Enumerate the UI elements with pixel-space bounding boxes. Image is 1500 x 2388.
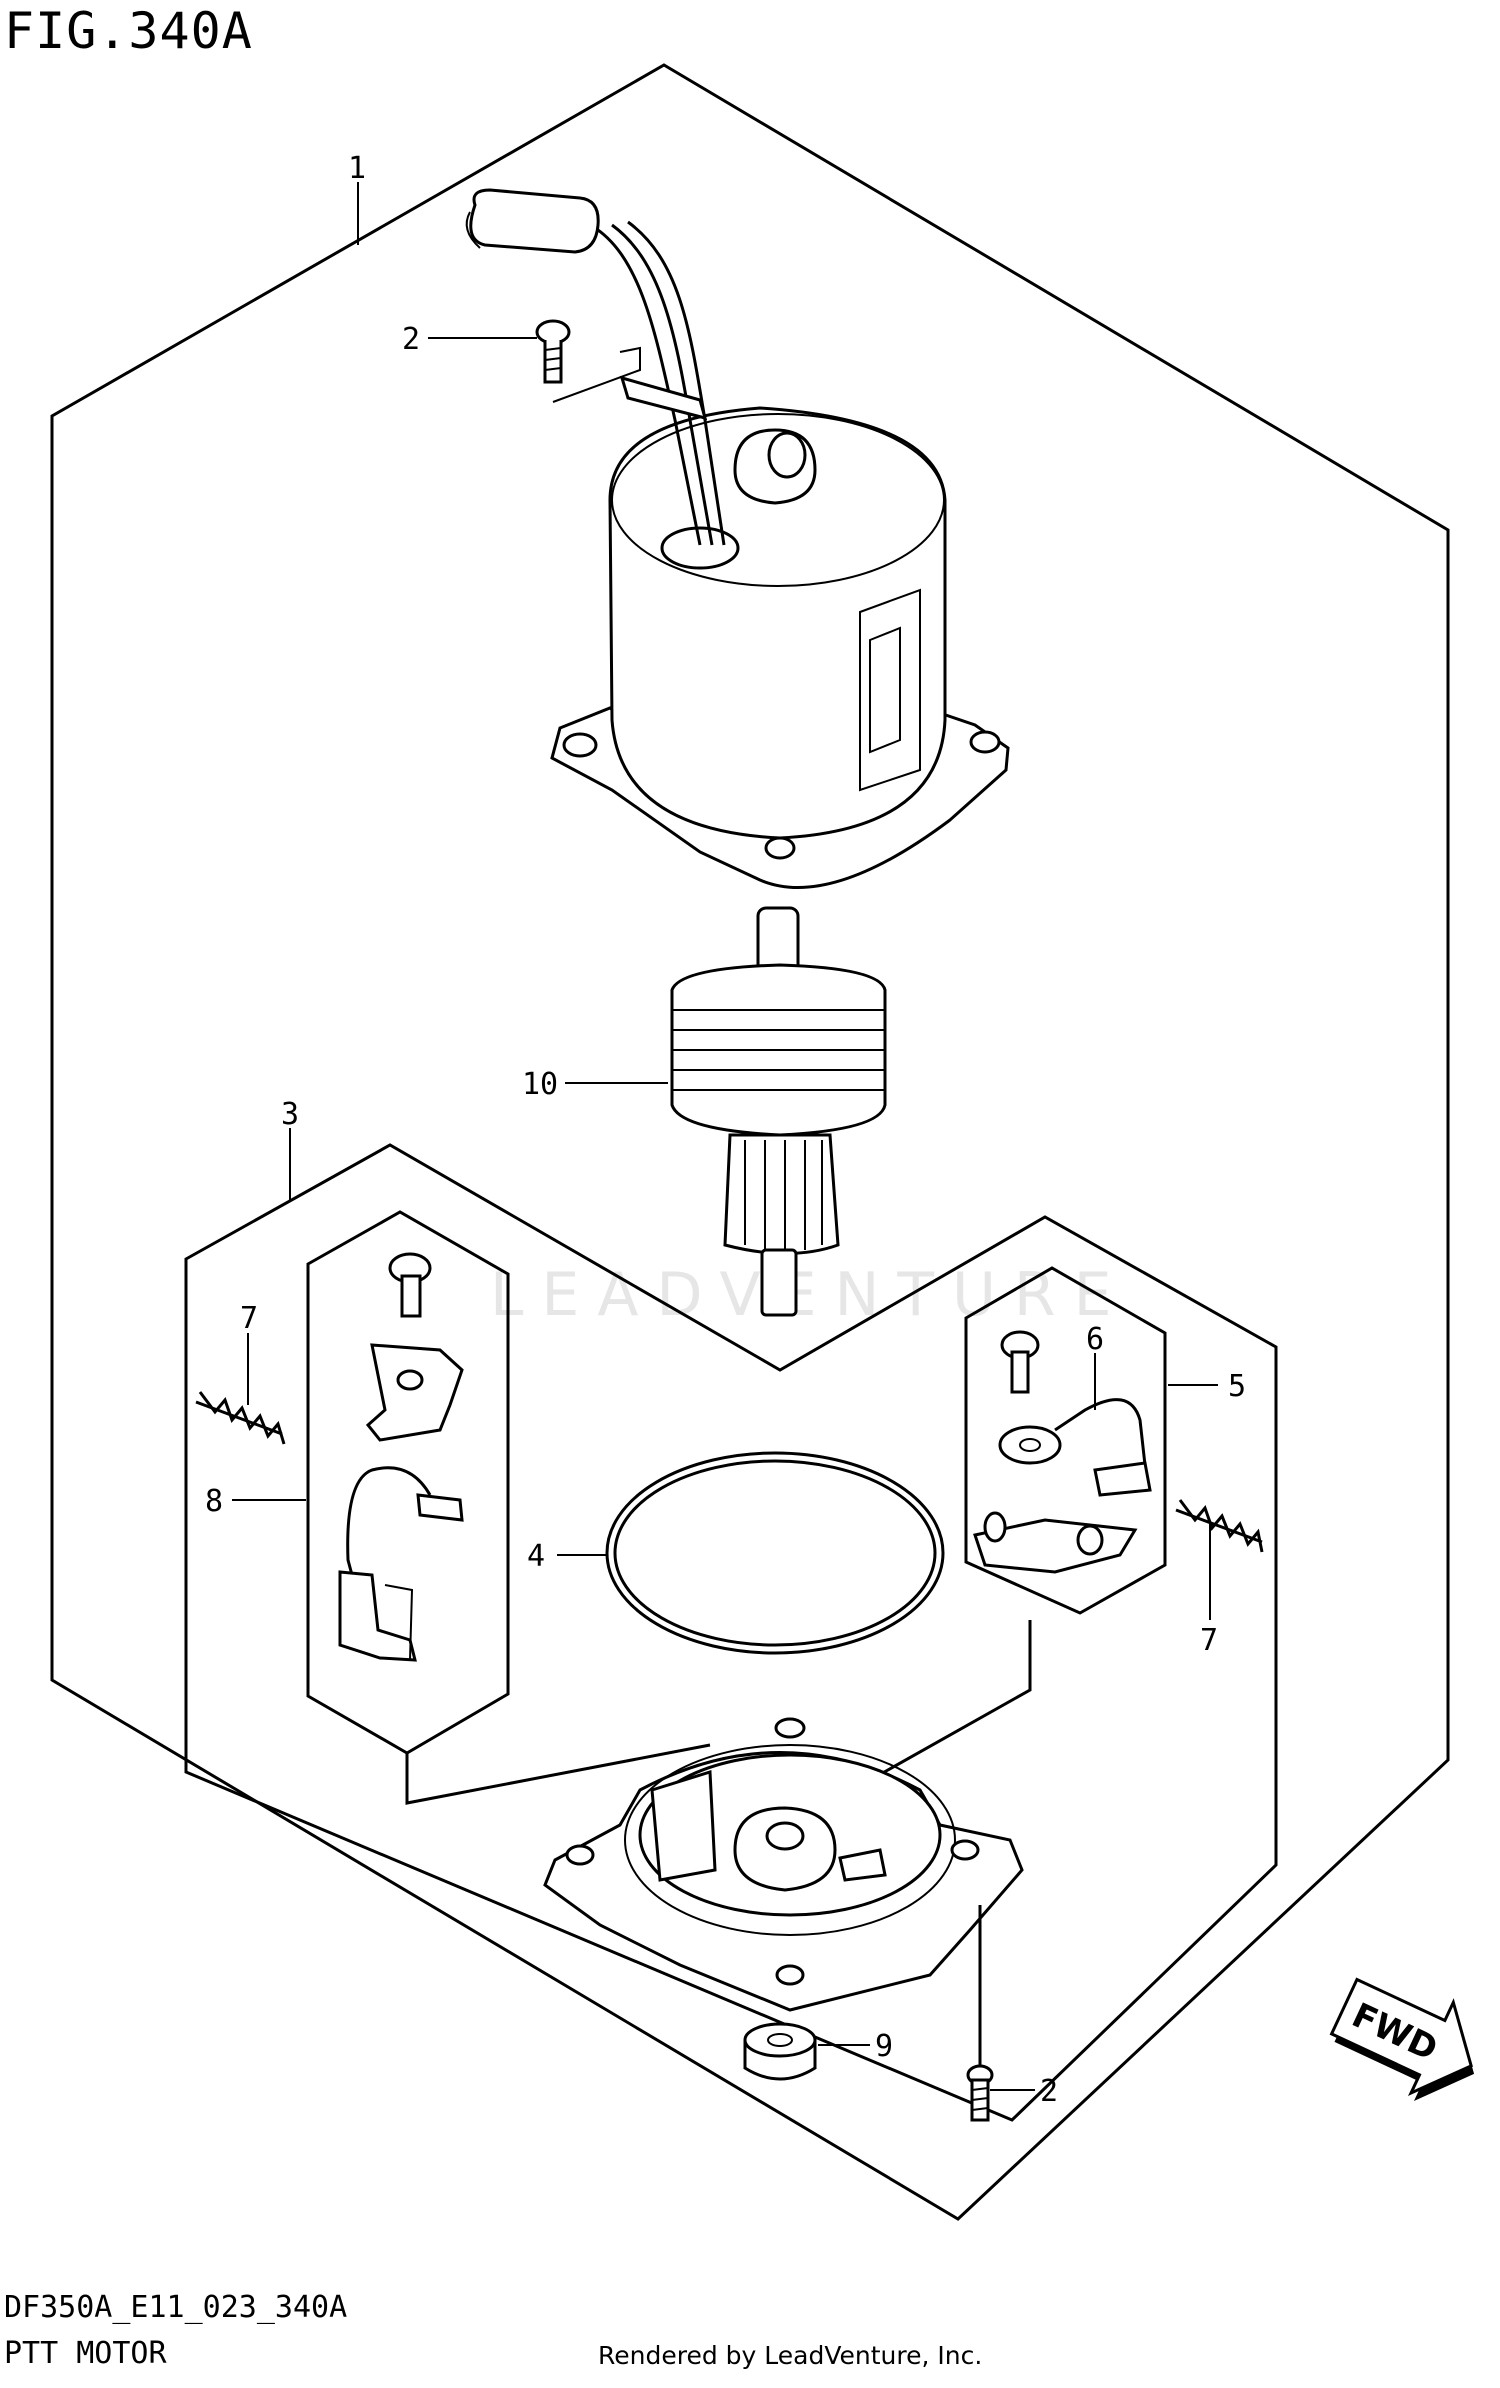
armature <box>670 906 887 1317</box>
brush-holder-left <box>338 1252 464 1662</box>
part-8-box <box>306 1210 510 1755</box>
motor-housing <box>550 406 1010 889</box>
callout-4: 4 <box>527 1539 545 1574</box>
diagram-name: PTT MOTOR <box>4 2336 167 2371</box>
callout-1: 1 <box>348 151 366 186</box>
render-credit: Rendered by LeadVenture, Inc. <box>598 2341 983 2370</box>
assembly-1-outline <box>50 63 1450 2221</box>
motor-base <box>543 1717 1024 2012</box>
washer <box>743 2022 817 2081</box>
callout-7-left: 7 <box>240 1301 258 1336</box>
spring-left <box>195 1391 286 1445</box>
figure-title: FIG.340A <box>4 2 253 60</box>
lead-wire <box>465 188 726 546</box>
callout-2-bottom: 2 <box>1040 2074 1058 2109</box>
callout-9: 9 <box>875 2029 893 2064</box>
callout-10: 10 <box>522 1067 558 1102</box>
callout-5: 5 <box>1228 1369 1246 1404</box>
fwd-direction-badge: FWD <box>1329 1977 1475 2101</box>
callout-3: 3 <box>281 1097 299 1132</box>
model-code: DF350A_E11_023_340A <box>4 2290 348 2325</box>
brush-plate-right <box>973 1330 1152 1574</box>
screw-bottom <box>966 1905 994 2122</box>
assembly-3-outline <box>184 1143 1278 2122</box>
o-ring <box>605 1451 945 1655</box>
spring-right <box>1175 1499 1264 1553</box>
part-5-box <box>964 1266 1167 1615</box>
callout-7-right: 7 <box>1200 1623 1218 1658</box>
callout-2-top: 2 <box>402 322 420 357</box>
callout-6: 6 <box>1086 1322 1104 1357</box>
screw-top <box>535 319 641 403</box>
callout-8: 8 <box>205 1484 223 1519</box>
